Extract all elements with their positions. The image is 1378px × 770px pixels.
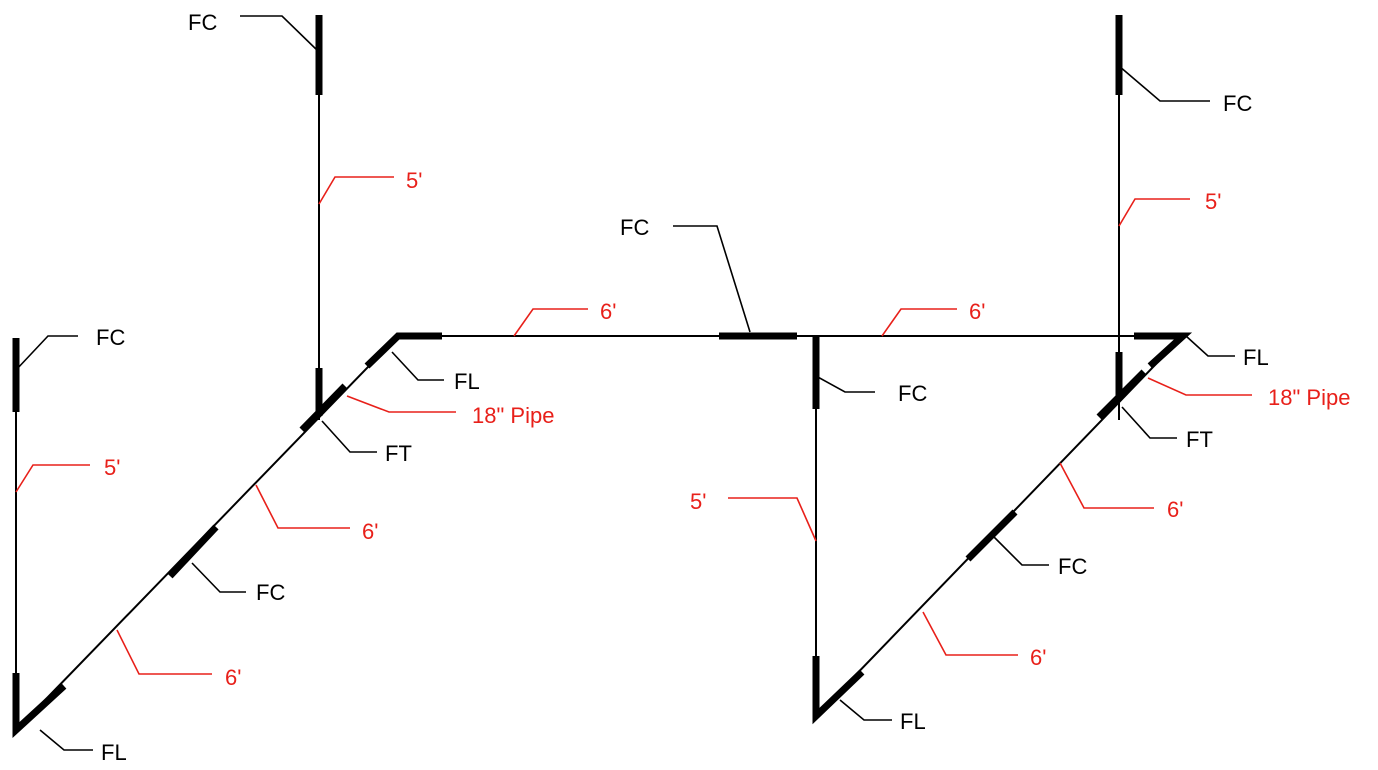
fitting-elbow-bottom-left <box>12 673 67 738</box>
fitting-elbow-left <box>364 332 442 369</box>
leader-fc-top-left <box>240 15 320 53</box>
label-fl-bottom-left: FL <box>101 740 127 765</box>
fitting-elbow-bottom-right <box>812 656 865 725</box>
dim-leader-riser-left-top <box>318 176 394 205</box>
fitting-tee-left-diag <box>299 383 348 433</box>
dim-leader-riser-right-top <box>1118 198 1190 227</box>
dim-leader-drop-center <box>728 497 817 542</box>
dim-leader-riser-far-left <box>15 464 90 493</box>
fitting-coupling-right-diag <box>965 509 1018 562</box>
dim-leader-diag-right-lower <box>922 611 1018 656</box>
leader-fl-bottom-right <box>839 699 892 721</box>
dim-diag-right-upper: 6' <box>1167 497 1183 522</box>
fitting-elbow-right <box>1134 332 1193 369</box>
label-fc-center: FC <box>620 215 649 240</box>
leader-fc-center <box>673 225 751 333</box>
dim-riser-left-top: 5' <box>406 168 422 193</box>
dim-horiz-right: 6' <box>969 299 985 324</box>
label-fc-top-right: FC <box>1223 91 1252 116</box>
leader-ft-left <box>321 420 377 453</box>
leader-fl-left <box>391 351 444 381</box>
dim-riser-right-top: 5' <box>1205 189 1221 214</box>
leader-fl-bottom-left <box>39 729 93 751</box>
dim-pipe-left-18: 18" Pipe <box>472 403 554 428</box>
label-fl-bottom-right: FL <box>900 709 926 734</box>
label-ft-left: FT <box>385 441 412 466</box>
label-fc-left-riser: FC <box>96 325 125 350</box>
leader-fc-right-diag <box>992 535 1049 566</box>
label-fc-right-diag: FC <box>1058 554 1087 579</box>
dim-drop-center: 5' <box>690 489 706 514</box>
dim-leader-horiz-left <box>513 308 588 337</box>
dim-diag-left-upper: 6' <box>362 519 378 544</box>
dim-leader-pipe-right-18 <box>1147 377 1252 396</box>
dim-riser-far-left: 5' <box>104 455 120 480</box>
dim-horiz-left: 6' <box>600 299 616 324</box>
label-fl-right: FL <box>1243 345 1269 370</box>
label-ft-right: FT <box>1186 427 1213 452</box>
dim-leader-diag-right-upper <box>1059 462 1154 509</box>
dim-leader-horiz-right <box>881 308 957 337</box>
leader-ft-right <box>1121 406 1177 439</box>
dim-leader-pipe-left-18 <box>346 395 456 413</box>
label-fc-center-drop: FC <box>898 381 927 406</box>
label-fc-mid-diag: FC <box>256 580 285 605</box>
dim-leader-diag-left-upper <box>255 484 350 529</box>
leader-fc-top-right <box>1118 65 1210 102</box>
leader-fc-center-drop <box>815 375 875 393</box>
dim-pipe-right-18: 18" Pipe <box>1268 385 1350 410</box>
leader-fc-left-riser <box>15 335 78 371</box>
label-fl-left: FL <box>454 369 480 394</box>
leader-fc-mid-diag <box>191 562 246 593</box>
dim-leader-diag-left-lower <box>116 629 212 675</box>
leader-fl-right <box>1185 335 1235 357</box>
label-fc-top-left: FC <box>188 10 217 35</box>
dim-diag-left-lower: 6' <box>225 665 241 690</box>
fitting-coupling-left-diag <box>167 524 219 579</box>
dim-diag-right-lower: 6' <box>1030 645 1046 670</box>
